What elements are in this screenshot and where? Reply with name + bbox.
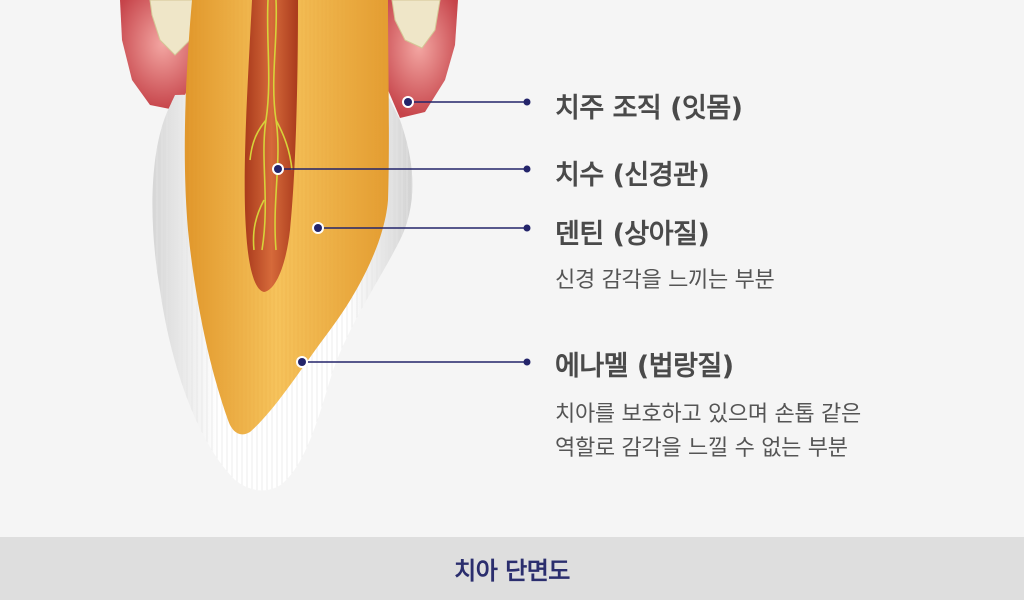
right-bone — [391, 0, 441, 49]
label-periodontal-title: 치주 조직 (잇몸) — [555, 93, 743, 124]
label-dentin-desc: 신경 감각을 느끼는 부분 — [555, 268, 775, 293]
label-enamel-desc-line1: 치아를 보호하고 있으며 손톱 같은 — [555, 402, 861, 427]
label-dentin-title: 덴틴 (상아질) — [555, 219, 710, 250]
nerve-fibers — [249, 0, 293, 251]
pulp-shape — [244, 0, 298, 292]
leader-enamel — [296, 356, 531, 368]
left-bone — [149, 0, 196, 56]
leader-periodontal — [402, 96, 531, 108]
leader-dentin — [312, 222, 531, 234]
tooth-illustration — [120, 0, 531, 491]
label-pulp-title: 치수 (신경관) — [555, 160, 710, 191]
caption-title: 치아 단면도 — [454, 557, 570, 585]
label-enamel-desc-line2: 역할로 감각을 느낄 수 없는 부분 — [555, 436, 848, 461]
caption-bar: 치아 단면도 — [0, 537, 1024, 600]
label-enamel-title: 에나멜 (법랑질) — [555, 351, 734, 382]
leader-pulp — [272, 163, 531, 175]
